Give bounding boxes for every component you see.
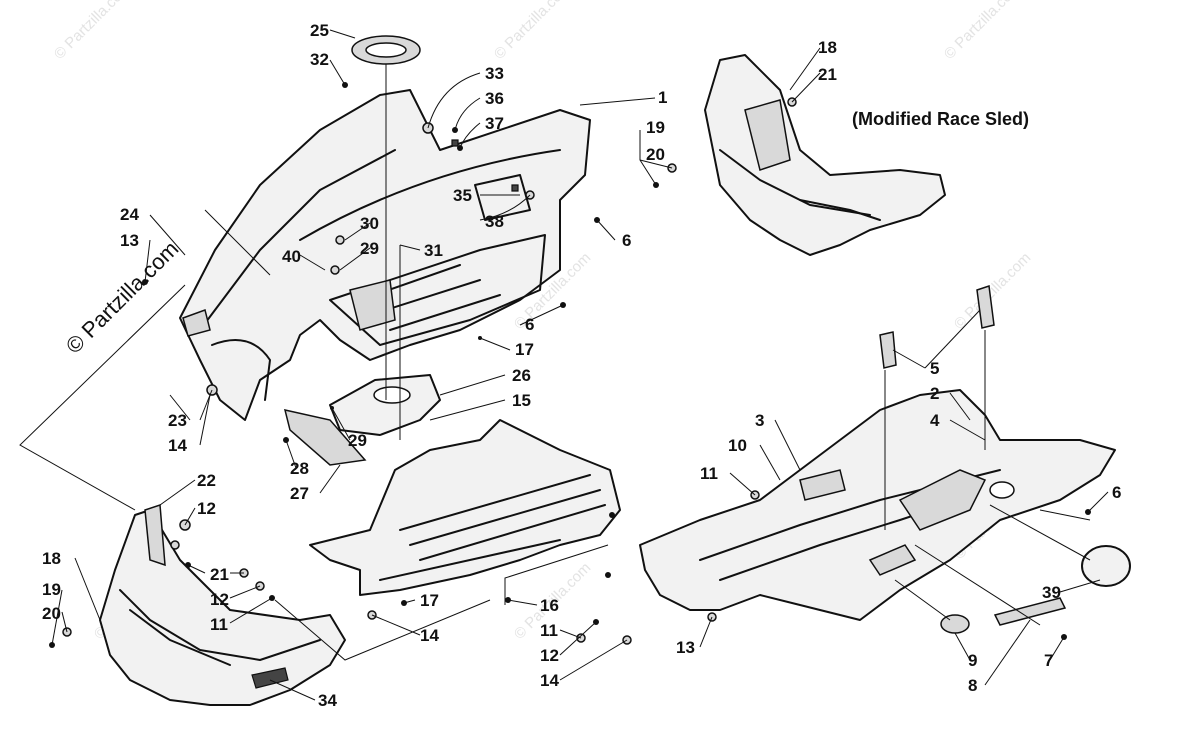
callout-6-upper: 6 [622,231,631,250]
callout-2: 2 [930,384,939,403]
callout-4: 4 [930,411,940,430]
callout-29-lower: 29 [348,431,367,450]
callout-17-lower: 17 [420,591,439,610]
part-3-running-board [639,389,1116,621]
callout-26: 26 [512,366,531,385]
callout-13-left: 13 [120,231,139,250]
part-8-plate [993,597,1067,626]
callout-31: 31 [424,241,443,260]
callout-1: 1 [658,88,667,107]
callout-11-right: 11 [700,464,718,483]
guide-lines [19,64,1091,661]
front-bumper-assembly [99,503,346,706]
watermark-faint-3: © Partzilla.com [941,0,1024,63]
callout-25: 25 [310,21,329,40]
callout-37: 37 [485,114,504,133]
callout-12-middle: 12 [540,646,559,665]
part-26-plate [329,374,441,436]
callout-15: 15 [512,391,531,410]
callout-16: 16 [540,596,559,615]
race-sled-front-assembly [704,54,946,256]
callout-labels: 25 32 33 36 37 1 19 20 35 38 6 6 17 26 1… [42,21,1121,710]
watermark-main: © Partzilla.com [61,236,184,359]
callout-18-top: 18 [818,38,837,57]
callout-8: 8 [968,676,977,695]
callout-12-upper-left: 12 [197,499,216,518]
modified-race-sled-caption: (Modified Race Sled) [852,109,1029,129]
callout-20-top: 20 [646,145,665,164]
callout-9: 9 [968,651,977,670]
callout-22: 22 [197,471,216,490]
watermark-faint-1: © Partzilla.com [51,0,134,63]
watermark-faint-2: © Partzilla.com [491,0,574,63]
callout-40: 40 [282,247,301,266]
callout-32: 32 [310,50,329,69]
part-25-ring [351,35,421,65]
callout-14-left: 14 [168,436,187,455]
callout-14-middle: 14 [420,626,439,645]
callout-3: 3 [755,411,764,430]
callout-33: 33 [485,64,504,83]
part-5-strap-right [976,285,995,329]
callout-17-upper: 17 [515,340,534,359]
part-9-grommet [940,614,970,634]
callout-21-bottom: 21 [210,565,229,584]
callout-18-bottom: 18 [42,549,61,568]
part-27-bracket [283,409,367,466]
callout-34: 34 [318,691,337,710]
callout-29-upper: 29 [360,239,379,258]
part-39-cap [1081,545,1131,587]
callout-10: 10 [728,436,747,455]
callout-5: 5 [930,359,939,378]
part-5-strap-left [879,331,897,369]
callout-11-middle: 11 [540,621,558,640]
callout-38: 38 [485,212,504,231]
callout-14-lower: 14 [540,671,559,690]
callout-20-bottom: 20 [42,604,61,623]
callout-28: 28 [290,459,309,478]
callout-23: 23 [168,411,187,430]
callout-36: 36 [485,89,504,108]
callout-6-lower: 6 [525,315,534,334]
callout-30: 30 [360,214,379,233]
callout-6-right: 6 [1112,483,1121,502]
callout-7: 7 [1044,651,1053,670]
leader-lines [51,29,1109,701]
callout-24: 24 [120,205,139,224]
callout-35: 35 [453,186,472,205]
callout-27: 27 [290,484,309,503]
callout-21-top: 21 [818,65,837,84]
callout-39: 39 [1042,583,1061,602]
callout-13-right: 13 [676,638,695,657]
part-1-belly-pan [179,89,591,421]
callout-12-lower-left: 12 [210,590,229,609]
part-15-floor-plate [309,419,621,596]
callout-19-top: 19 [646,118,665,137]
callout-11-left: 11 [210,615,228,634]
callout-19-bottom: 19 [42,580,61,599]
